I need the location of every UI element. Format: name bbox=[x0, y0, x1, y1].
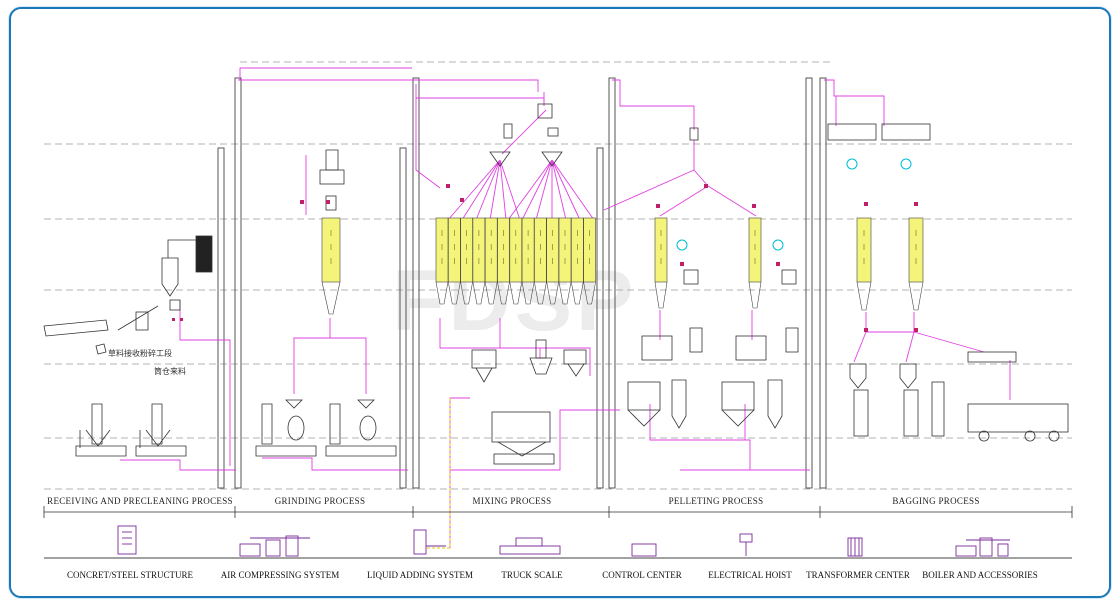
compressor-icon bbox=[239, 535, 310, 557]
diagram-frame bbox=[9, 7, 1111, 598]
utility-label: LIQUID ADDING SYSTEM bbox=[367, 570, 473, 580]
bin bbox=[583, 217, 596, 305]
utility-icons bbox=[117, 525, 1010, 557]
process-label: MIXING PROCESS bbox=[473, 496, 552, 506]
storage-bins bbox=[321, 217, 924, 315]
receiving-conveyor bbox=[43, 319, 109, 337]
pipe-network bbox=[120, 67, 1011, 548]
liquid-tank-icon bbox=[413, 529, 446, 555]
bin bbox=[497, 217, 510, 305]
bin bbox=[748, 217, 762, 309]
utility-label: CONCRET/STEEL STRUCTURE bbox=[67, 570, 193, 580]
bin bbox=[654, 217, 668, 309]
utility-label: CONTROL CENTER bbox=[602, 570, 681, 580]
process-band bbox=[43, 506, 1073, 518]
packing-screen-1 bbox=[827, 123, 877, 141]
cooler-2 bbox=[721, 381, 755, 411]
bin bbox=[321, 217, 341, 315]
silo-note: 筒仓来料 bbox=[154, 366, 186, 376]
packing-screen-2 bbox=[881, 123, 931, 141]
circle-markers bbox=[676, 158, 912, 251]
truck-scale-icon bbox=[499, 537, 561, 555]
equipment bbox=[43, 103, 1069, 465]
hoist-icon bbox=[739, 533, 753, 556]
utility-label: TRUCK SCALE bbox=[501, 570, 563, 580]
bin bbox=[534, 217, 547, 305]
bin bbox=[460, 217, 473, 305]
transformer-icon bbox=[847, 537, 863, 557]
building-icon bbox=[117, 525, 137, 555]
mixer bbox=[491, 411, 551, 443]
process-label: RECEIVING AND PRECLEANING PROCESS bbox=[47, 496, 233, 506]
grinder-top bbox=[319, 169, 345, 185]
scale-hopper bbox=[471, 349, 497, 369]
bin bbox=[472, 217, 486, 305]
pellet-mill-2 bbox=[735, 335, 767, 361]
bin bbox=[447, 217, 461, 305]
bucket-elevators bbox=[217, 77, 827, 489]
distributors bbox=[489, 151, 563, 167]
process-labels: RECEIVING AND PRECLEANING PROCESS GRINDIN… bbox=[47, 496, 979, 506]
utility-label: TRANSFORMER CENTER bbox=[806, 570, 910, 580]
control-center-icon bbox=[631, 543, 657, 557]
pellet-mill-1 bbox=[641, 335, 673, 361]
bin bbox=[521, 217, 535, 305]
boiler-icon bbox=[955, 537, 1010, 557]
cooler-1 bbox=[627, 381, 661, 411]
bulk-truck bbox=[967, 403, 1069, 433]
cyclone bbox=[161, 257, 179, 297]
utility-label: AIR COMPRESSING SYSTEM bbox=[221, 570, 340, 580]
valves bbox=[172, 184, 918, 332]
process-label: BAGGING PROCESS bbox=[892, 496, 979, 506]
bag-conveyor bbox=[967, 351, 1017, 363]
floor-lines bbox=[44, 61, 1072, 490]
bin bbox=[509, 217, 523, 305]
process-label: PELLETING PROCESS bbox=[669, 496, 764, 506]
receiving-note: 草料接收粉碎工段 bbox=[108, 348, 172, 358]
liquid-line bbox=[426, 398, 451, 549]
utility-labels: CONCRET/STEEL STRUCTURE AIR COMPRESSING S… bbox=[67, 570, 1038, 580]
bin bbox=[546, 217, 560, 305]
bin bbox=[908, 217, 924, 311]
process-label: GRINDING PROCESS bbox=[275, 496, 366, 506]
utility-label: BOILER AND ACCESSORIES bbox=[922, 570, 1038, 580]
bin bbox=[856, 217, 872, 311]
utility-label: ELECTRICAL HOIST bbox=[708, 570, 792, 580]
